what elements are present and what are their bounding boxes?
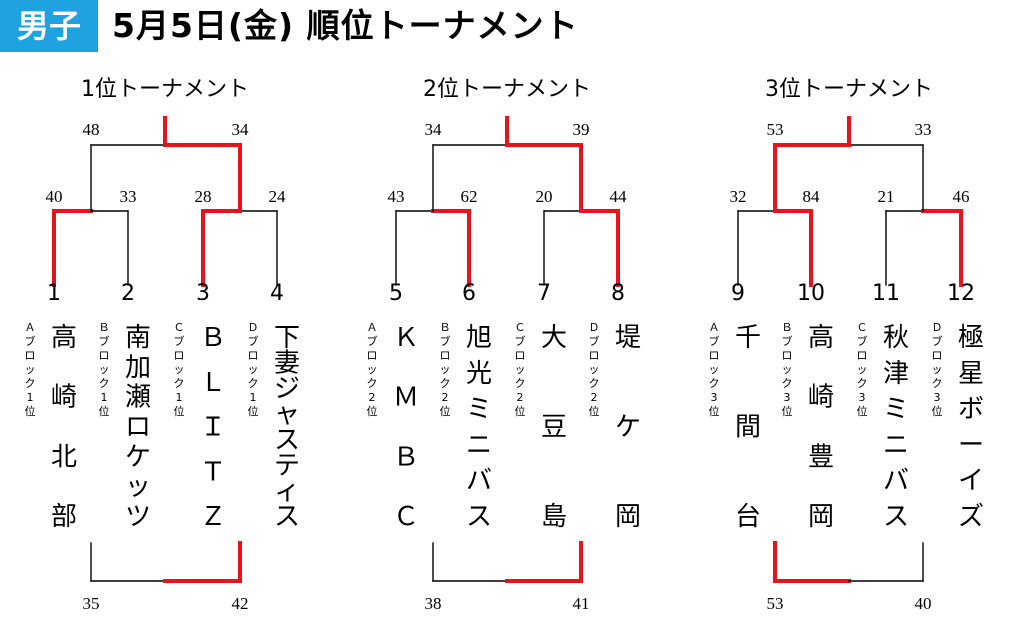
team-name: 千間台 (735, 323, 761, 532)
team-number: 7 (537, 281, 551, 306)
score-placement-left: 53 (767, 594, 784, 613)
score-placement-left: 35 (83, 594, 100, 613)
score-placement-right: 42 (232, 594, 249, 613)
page-title: 5月5日(金) 順位トーナメント (112, 6, 579, 45)
team-number: 8 (611, 281, 625, 306)
team-name: ＢＬＩＴＺ (200, 323, 226, 532)
score-semi: 44 (610, 187, 628, 206)
team-number: 5 (389, 281, 403, 306)
score-semi: 40 (46, 187, 63, 206)
team-number: 1 (47, 281, 61, 306)
team-name: 極星ボーイズ (958, 323, 984, 532)
score-semi: 24 (269, 187, 287, 206)
team-number: 3 (196, 281, 210, 306)
tournament-title: 1位トーナメント (81, 77, 249, 102)
score-final-left: 34 (425, 120, 443, 139)
team-number: 10 (797, 281, 825, 306)
tournament-title: 3位トーナメント (765, 77, 933, 102)
score-placement-left: 38 (425, 594, 442, 613)
score-semi: 33 (120, 187, 137, 206)
team-name: 下妻ジャスティス (274, 323, 300, 532)
team-name: 秋津ミニバス (883, 323, 909, 532)
tournament-title: 2位トーナメント (423, 77, 591, 102)
score-placement-right: 41 (573, 594, 590, 613)
team-number: 2 (121, 281, 135, 306)
score-final-right: 33 (915, 120, 932, 139)
score-final-left: 53 (767, 120, 784, 139)
team-name: 高崎豊岡 (808, 323, 834, 532)
team-name: 旭光ミニバス (466, 323, 492, 532)
score-final-right: 39 (573, 120, 590, 139)
team-number: 6 (462, 281, 476, 306)
score-placement-right: 40 (915, 594, 932, 613)
team-number: 12 (947, 281, 975, 306)
score-semi: 32 (730, 187, 747, 206)
team-number: 4 (270, 281, 284, 306)
category-badge-label: 男子 (16, 7, 81, 45)
category-badge (0, 0, 98, 52)
score-semi: 20 (536, 187, 553, 206)
score-semi: 28 (195, 187, 212, 206)
score-semi: 84 (803, 187, 821, 206)
score-semi: 46 (953, 187, 970, 206)
score-semi: 21 (878, 187, 895, 206)
team-name: 大豆島 (541, 323, 567, 532)
team-number: 9 (731, 281, 745, 306)
team-name: 南加瀬ロケッツ (125, 323, 151, 532)
team-number: 11 (872, 281, 900, 306)
score-semi: 43 (388, 187, 405, 206)
score-final-left: 48 (83, 120, 100, 139)
team-name: ＫＭＢＣ (393, 323, 419, 532)
score-semi: 62 (461, 187, 478, 206)
score-final-right: 34 (232, 120, 250, 139)
team-name: 堤ケ岡 (615, 323, 641, 532)
team-name: 高崎北部 (51, 323, 77, 532)
